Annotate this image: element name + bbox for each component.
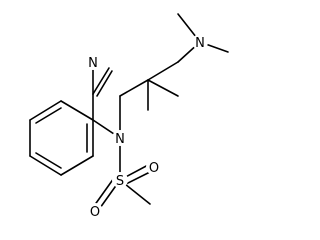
amine-nitrogen-atom: N [192, 34, 208, 51]
molecule-diagram: N N N S O O [29, 13, 229, 220]
oxygen-1-label: O [149, 161, 159, 176]
oxygen-atom-2: O [87, 203, 103, 220]
ch2-to-cq [119, 79, 149, 97]
sulfur-atom: S [112, 172, 128, 189]
sulfur-label: S [116, 174, 124, 189]
nitrile-nitrogen-label: N [88, 56, 98, 71]
amine-nitrogen-label: N [195, 36, 205, 51]
sulfonamide-nitrogen-label: N [115, 132, 125, 147]
cq-methyl-right [147, 79, 179, 97]
nitrile-triple-c [96, 70, 113, 97]
cq-to-ch2 [147, 61, 179, 81]
ring-bond-5-inner [35, 152, 62, 169]
ring-bond-2 [60, 100, 94, 121]
ring-bond-4 [60, 155, 94, 176]
ring-bond-1 [29, 100, 62, 121]
oxygen-2-label: O [90, 205, 100, 220]
ring-bond-1-inner [35, 107, 62, 124]
atom-labels: N N N S O O [85, 34, 208, 220]
oxygen-atom-1: O [146, 159, 162, 176]
nitrile-nitrogen-atom: N [85, 54, 101, 71]
s-o2-b [93, 177, 115, 207]
sulfonamide-nitrogen-atom: N [112, 130, 128, 147]
nitrile-triple-b [92, 67, 110, 95]
ring-bond-5 [29, 155, 62, 176]
